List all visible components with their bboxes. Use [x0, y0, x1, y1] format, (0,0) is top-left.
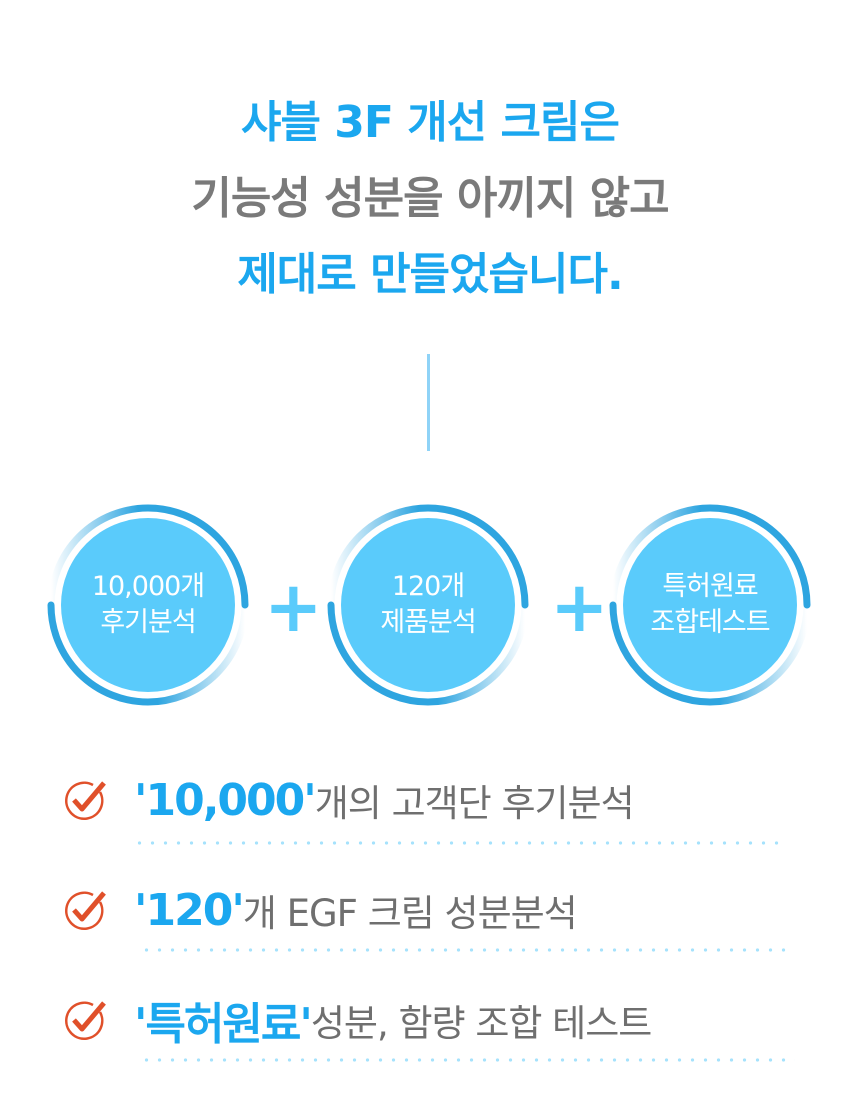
checklist-highlight: '120' — [134, 884, 245, 936]
checklist-highlight: '10,000' — [134, 774, 317, 826]
plus-icon: + — [550, 566, 609, 648]
dotted-divider — [133, 841, 785, 845]
circle-label-line-2: 제품분석 — [380, 607, 476, 638]
circle-label-line-2: 후기분석 — [100, 607, 196, 638]
headline-line-3: 제대로 만들었습니다. — [237, 249, 623, 300]
check-circle-icon — [65, 1001, 106, 1040]
circle-ring — [327, 504, 529, 706]
checklist-text: 개의 고객단 후기분석 — [314, 782, 635, 825]
checklist-text: 성분, 함량 조합 테스트 — [310, 1002, 652, 1045]
headline-line-2: 기능성 성분을 아끼지 않고 — [191, 173, 669, 224]
dotted-divider — [140, 1058, 795, 1062]
circle-label-line-1: 특허원료 — [662, 571, 758, 602]
plus-icon: + — [264, 566, 323, 648]
circle-ring — [609, 504, 811, 706]
dotted-divider — [140, 948, 792, 952]
check-circle-icon — [65, 781, 106, 820]
circle-ring — [47, 504, 249, 706]
checklist-item: '특허원료' 성분, 함량 조합 테스트 — [60, 990, 652, 1050]
checklist-highlight: '특허원료' — [134, 999, 313, 1050]
divider-line — [427, 354, 430, 451]
circle-label-line-2: 조합테스트 — [650, 607, 770, 638]
checklist-item: '120'개 EGF 크림 성분분석 — [60, 880, 578, 940]
headline-line-1: 샤블 3F 개선 크림은 — [241, 97, 620, 148]
circle-label-line-1: 10,000개 — [91, 571, 205, 602]
checklist-text: 개 EGF 크림 성분분석 — [242, 892, 578, 935]
check-circle-icon — [65, 891, 106, 930]
checklist-item: '10,000'개의 고객단 후기분석 — [60, 770, 635, 830]
circle-label-line-1: 120개 — [391, 571, 465, 602]
